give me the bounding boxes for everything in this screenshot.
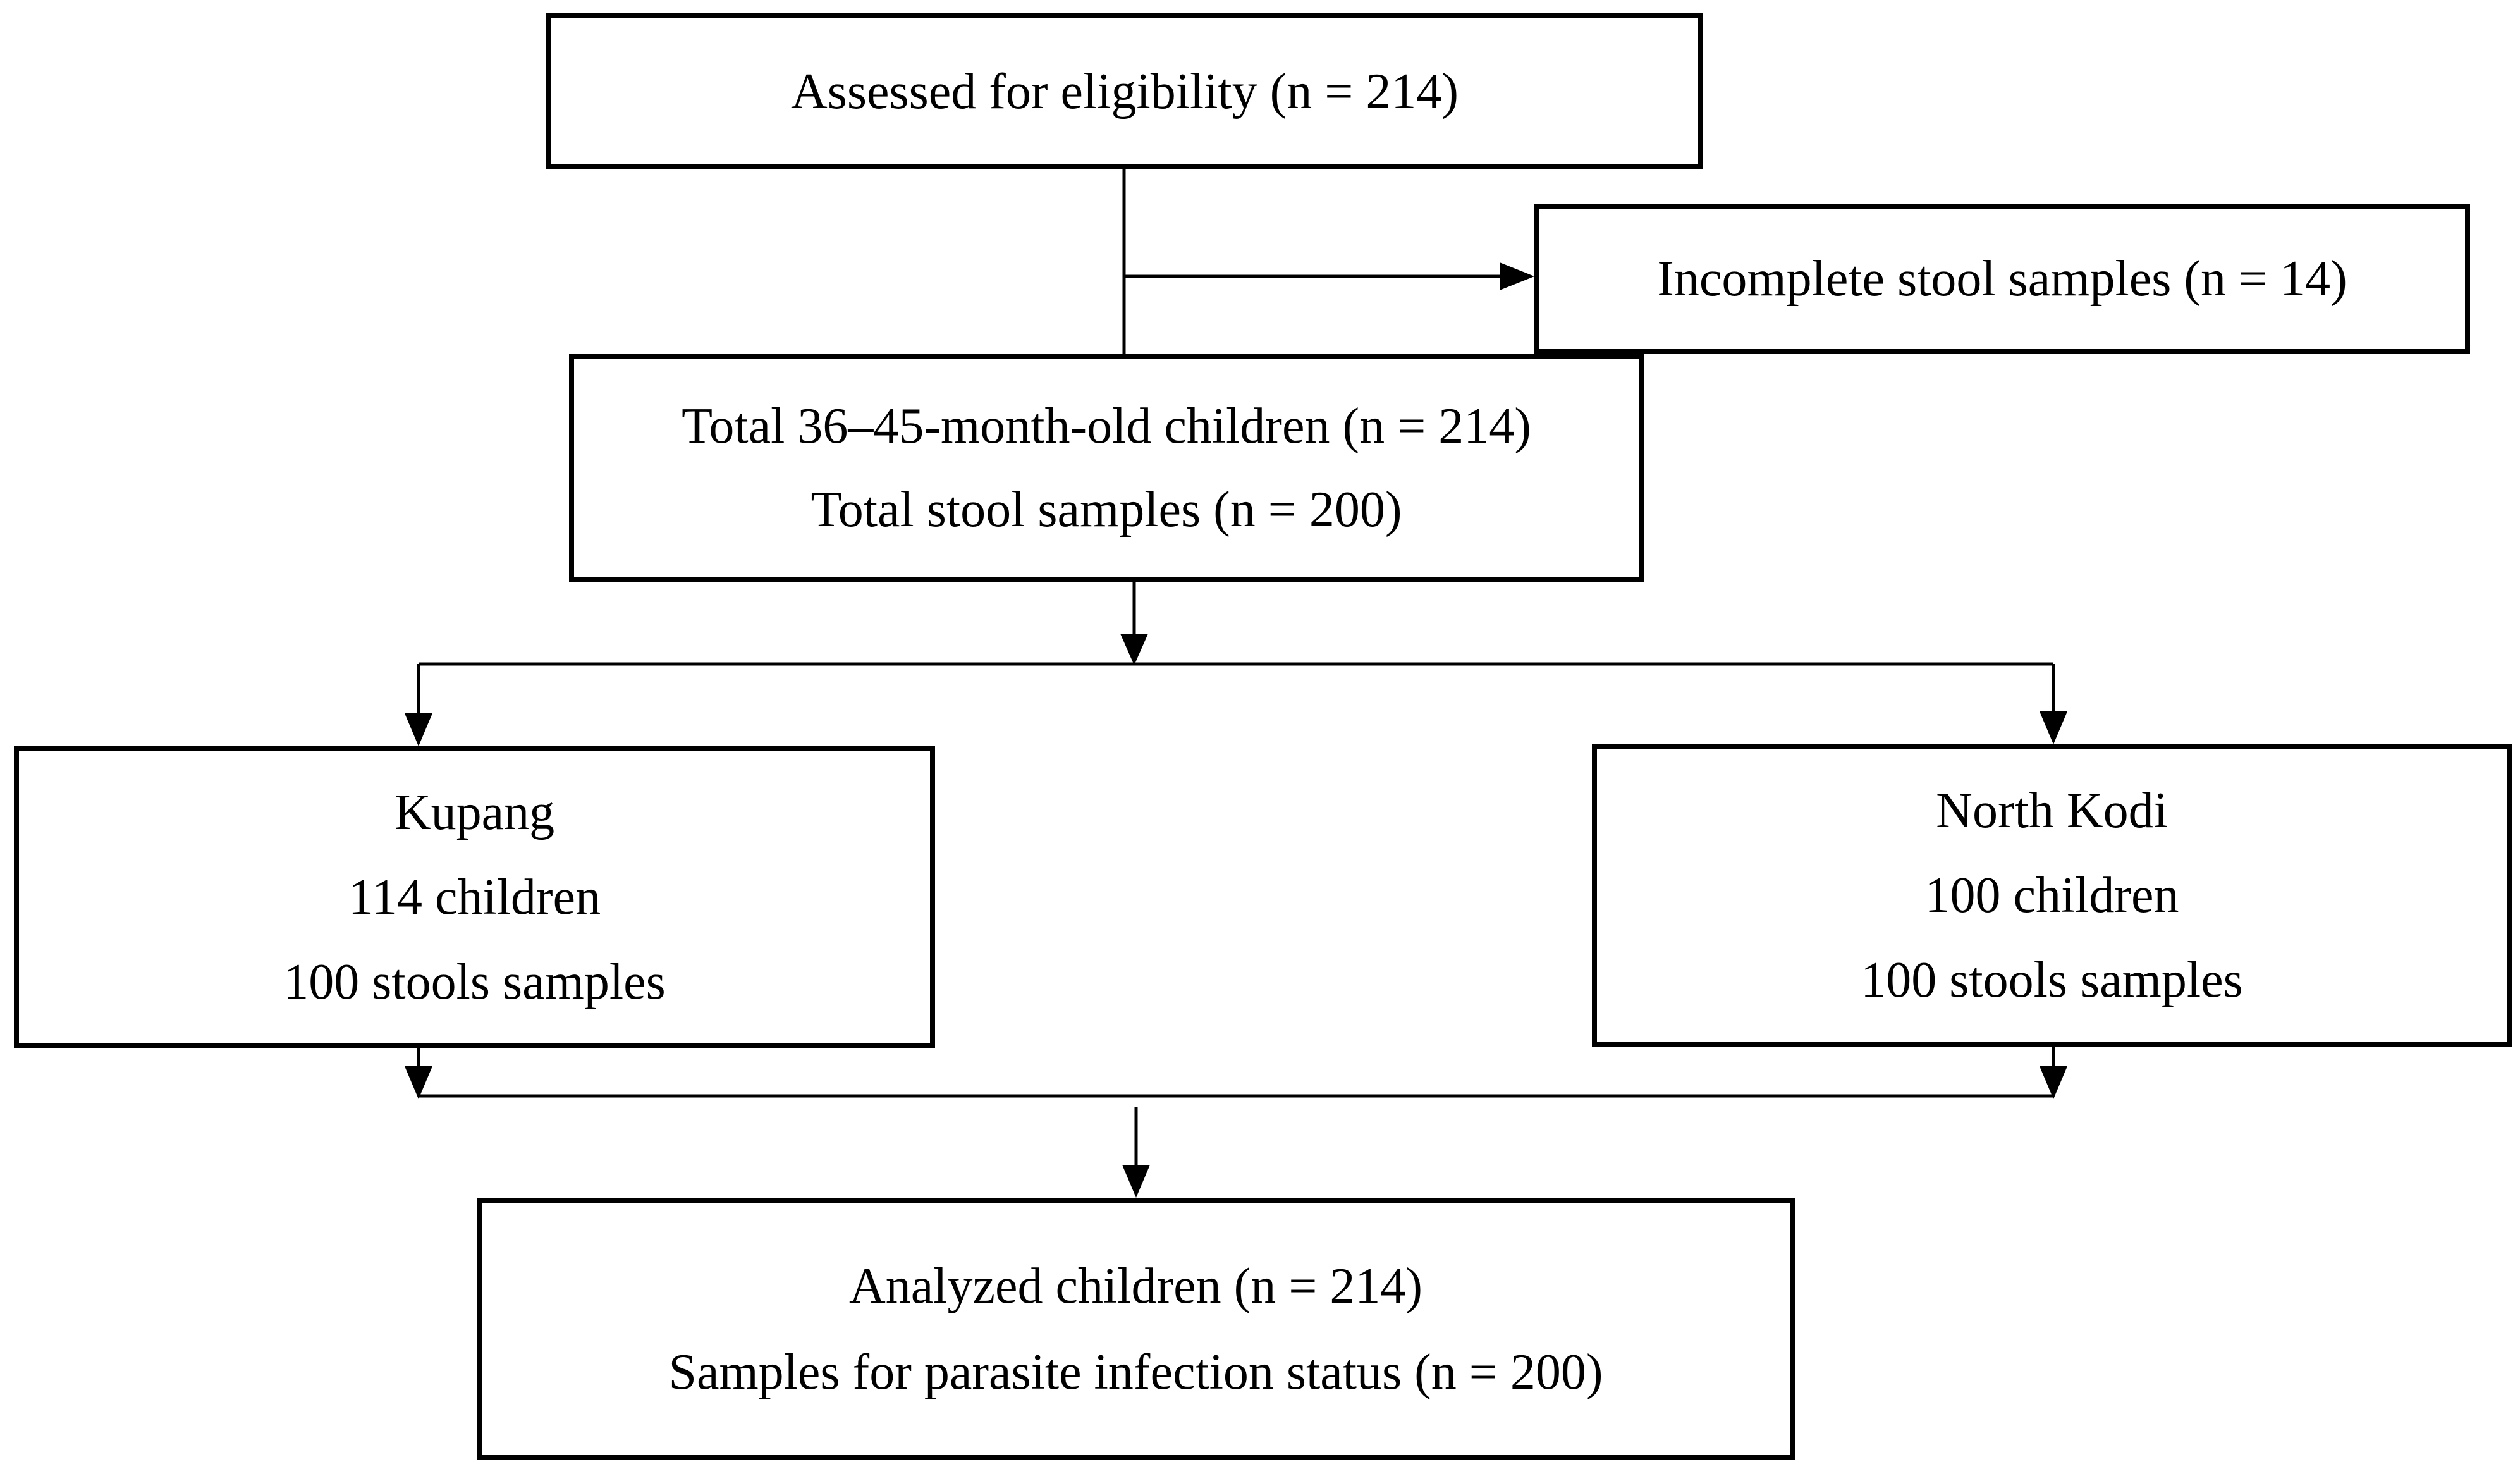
analyzed-samples-label: Samples for parasite infection status (n… <box>668 1344 1603 1400</box>
arrowhead-kupang-merge <box>405 1066 432 1099</box>
arrowhead-to-incomplete <box>1500 262 1534 290</box>
kupang-samples-count: 100 stools samples <box>283 954 666 1010</box>
assessed-box: Assessed for eligibility (n = 214) <box>546 13 1703 169</box>
arrowhead-north-kodi-merge <box>2040 1066 2067 1099</box>
north-kodi-samples-count: 100 stools samples <box>1861 952 2243 1008</box>
arrowhead-to-north-kodi <box>2040 711 2067 744</box>
kupang-title: Kupang <box>394 785 555 840</box>
total-children-label: Total 36–45-month-old children (n = 214) <box>682 398 1531 454</box>
incomplete-samples-box: Incomplete stool samples (n = 14) <box>1534 204 2470 354</box>
kupang-children-count: 114 children <box>348 870 601 925</box>
analyzed-box: Analyzed children (n = 214) Samples for … <box>477 1198 1795 1460</box>
assessed-label: Assessed for eligibility (n = 214) <box>790 63 1459 120</box>
arrowhead-to-kupang <box>405 713 432 746</box>
north-kodi-box: North Kodi 100 children 100 stools sampl… <box>1592 744 2512 1047</box>
arrowhead-total-split <box>1120 634 1148 665</box>
arrowhead-to-analyzed <box>1122 1165 1150 1198</box>
incomplete-samples-label: Incomplete stool samples (n = 14) <box>1657 251 2347 307</box>
kupang-box: Kupang 114 children 100 stools samples <box>14 746 935 1048</box>
total-children-box: Total 36–45-month-old children (n = 214)… <box>569 354 1644 582</box>
north-kodi-children-count: 100 children <box>1924 868 2179 923</box>
total-samples-label: Total stool samples (n = 200) <box>810 482 1402 538</box>
north-kodi-title: North Kodi <box>1936 783 2168 839</box>
analyzed-children-label: Analyzed children (n = 214) <box>848 1258 1423 1314</box>
